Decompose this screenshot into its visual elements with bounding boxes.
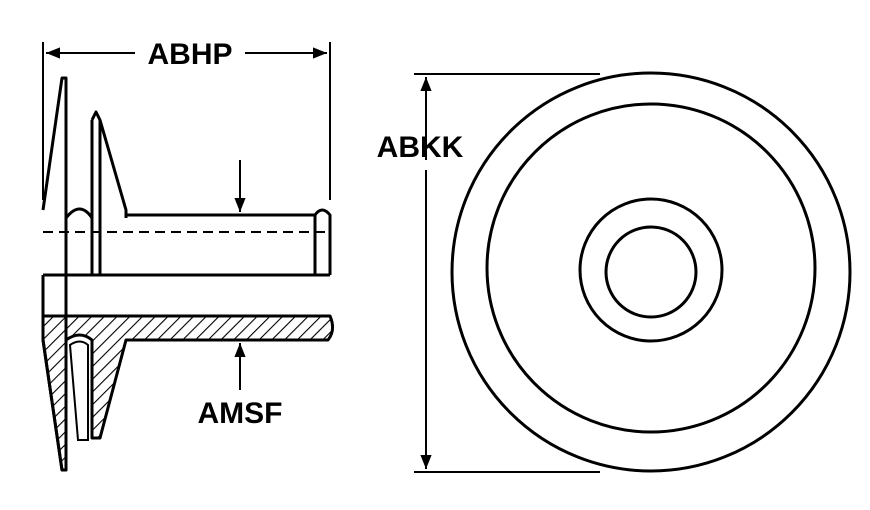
fin-notch-top <box>64 207 94 219</box>
label-amsf: AMSF <box>198 397 283 430</box>
side-view <box>41 42 335 472</box>
inner-flange-top <box>90 110 128 218</box>
flange-circle <box>485 102 817 434</box>
label-abhp: ABHP <box>147 38 232 71</box>
hatched-section <box>41 314 335 472</box>
section-channel <box>68 340 89 441</box>
shank-circle <box>578 197 724 343</box>
end-view <box>414 71 852 473</box>
shank-rim-top <box>313 208 332 275</box>
bore-circle <box>604 225 698 319</box>
outer-circle <box>450 71 852 473</box>
label-abkk: ABKK <box>377 131 464 164</box>
